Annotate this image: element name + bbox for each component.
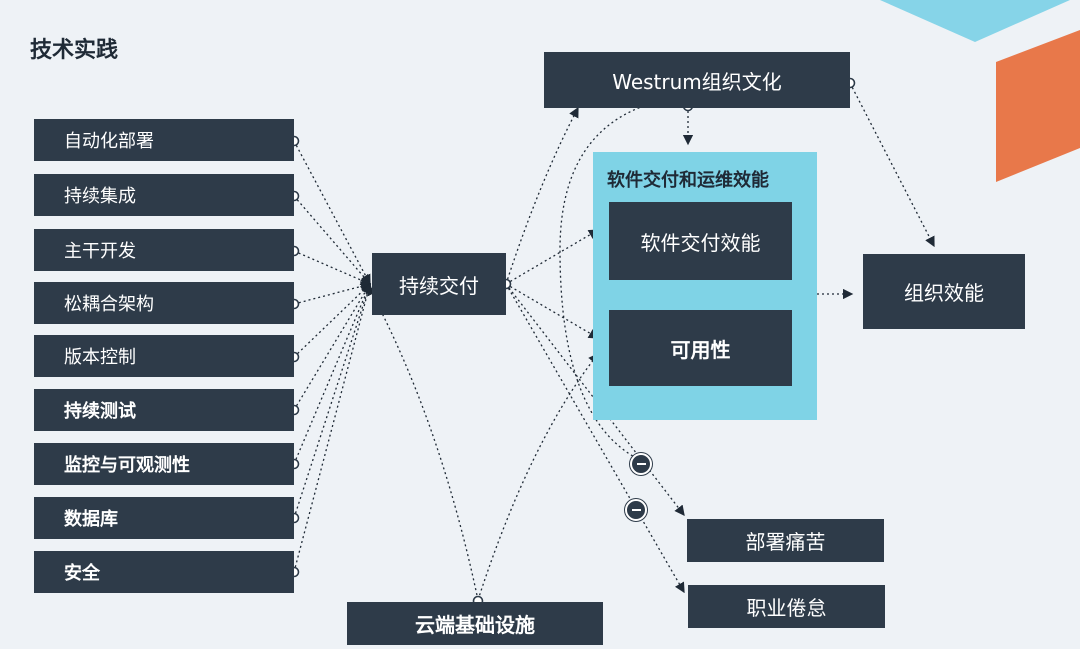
node-label: Westrum组织文化: [612, 69, 782, 94]
cloud-infrastructure-node: 云端基础设施: [347, 602, 603, 645]
westrum-culture-node: Westrum组织文化: [544, 52, 850, 108]
practice-label: 松耦合架构: [64, 294, 154, 315]
node-label: 职业倦怠: [746, 596, 827, 620]
node-label: 软件交付效能: [640, 230, 761, 255]
practice-label: 持续测试: [64, 401, 136, 422]
node-label: 持续交付: [399, 273, 479, 298]
practice-label: 自动化部署: [64, 131, 154, 152]
practice-trunk-based-development: 主干开发: [34, 229, 294, 271]
practice-security: 安全: [34, 551, 294, 593]
practice-version-control: 版本控制: [34, 335, 294, 377]
deploy-pain-node: 部署痛苦: [687, 519, 884, 562]
group-title: 软件交付和运维效能: [607, 170, 769, 191]
practice-database: 数据库: [34, 497, 294, 539]
practice-continuous-integration: 持续集成: [34, 174, 294, 216]
practice-loosely-coupled-architecture: 松耦合架构: [34, 282, 294, 324]
practice-monitoring-observability: 监控与可观测性: [34, 443, 294, 485]
practice-label: 数据库: [64, 509, 118, 530]
node-label: 云端基础设施: [415, 613, 535, 637]
practice-automated-deployment: 自动化部署: [34, 119, 294, 161]
continuous-delivery-node: 持续交付: [372, 253, 506, 315]
org-performance-node: 组织效能: [863, 254, 1025, 329]
negative-marker-icon: [625, 499, 647, 521]
practice-label: 版本控制: [64, 347, 136, 368]
negative-marker-icon: [630, 453, 652, 475]
node-label: 部署痛苦: [745, 530, 826, 554]
node-label: 可用性: [670, 337, 731, 362]
burnout-node: 职业倦怠: [688, 585, 885, 628]
practice-label: 主干开发: [64, 241, 136, 262]
practice-label: 持续集成: [64, 186, 136, 207]
availability-node: 可用性: [609, 310, 792, 386]
practice-continuous-testing: 持续测试: [34, 389, 294, 431]
practice-label: 监控与可观测性: [64, 455, 190, 476]
page-title: 技术实践: [30, 38, 119, 63]
practice-label: 安全: [64, 563, 100, 584]
software-delivery-node: 软件交付效能: [609, 202, 792, 280]
node-label: 组织效能: [904, 281, 984, 305]
